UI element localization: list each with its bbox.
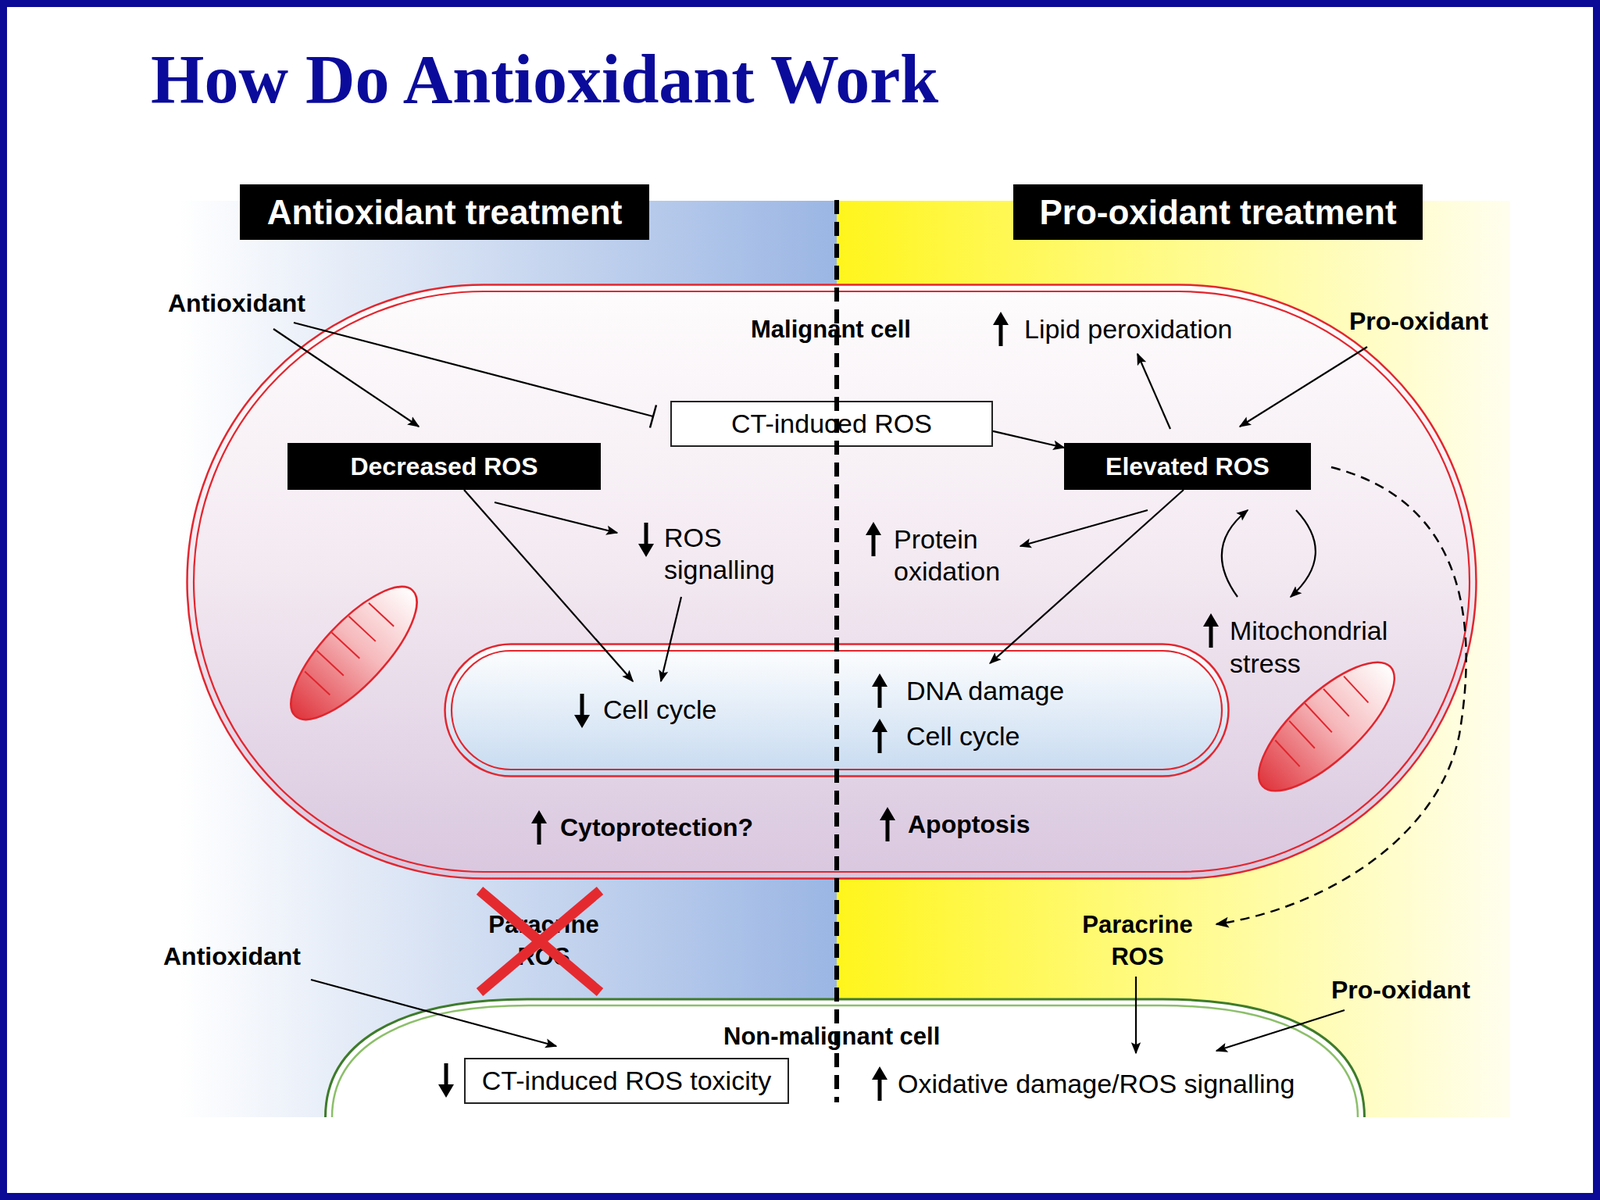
cristae bbox=[300, 598, 395, 696]
annotation-label: Paracrine ROS bbox=[1071, 908, 1204, 973]
inner-membrane bbox=[332, 1005, 1358, 1118]
header-box: Pro-oxidant treatment bbox=[1013, 184, 1423, 240]
arrow-connector bbox=[989, 489, 1184, 664]
decrease-arrow bbox=[438, 1063, 454, 1098]
node-label: Lipid peroxidation bbox=[1024, 313, 1233, 346]
increase-arrow bbox=[871, 673, 888, 708]
leader-arrow bbox=[494, 502, 618, 533]
arrow-connector bbox=[464, 489, 633, 682]
annotation-label: Pro-oxidant bbox=[1349, 306, 1489, 336]
node-label: Apoptosis bbox=[907, 809, 1030, 840]
box-label: Elevated ROS bbox=[1064, 442, 1311, 490]
box-label: Pro-oxidant treatment bbox=[1013, 184, 1423, 240]
node-label: Protein oxidation bbox=[893, 523, 1011, 588]
box-label: Decreased ROS bbox=[287, 442, 601, 490]
node-label: ROS signalling bbox=[664, 521, 790, 586]
malignant-cell: Malignant cell Lipid peroxidationROS sign… bbox=[185, 283, 1478, 880]
leader-arrow bbox=[1239, 346, 1368, 427]
node-label: Mitochondrial stress bbox=[1229, 614, 1402, 680]
inner-membrane bbox=[451, 650, 1222, 770]
cross-mark bbox=[479, 890, 600, 993]
inner-membrane bbox=[193, 291, 1470, 872]
nucleus: Cell cycle DNA damageCell cycle bbox=[443, 642, 1230, 778]
leader-arrow bbox=[1135, 976, 1137, 1054]
cross-stroke bbox=[479, 890, 600, 993]
box-label: CT-induced ROS bbox=[671, 402, 992, 446]
dashed-arrow bbox=[1216, 467, 1467, 925]
leader-arrow bbox=[1137, 353, 1171, 429]
decrease-arrow bbox=[574, 693, 590, 729]
non-malignant-cell: Non-malignant cellOxidative damage/ROS s… bbox=[324, 997, 1366, 1118]
annotation-label: Antioxidant bbox=[167, 288, 306, 318]
slide-title: How Do Antioxidant Work bbox=[150, 45, 939, 115]
state-box: Decreased ROS bbox=[287, 442, 601, 490]
box-label: CT-induced ROS toxicity bbox=[465, 1059, 788, 1103]
increase-arrow bbox=[879, 807, 896, 842]
outer-membrane bbox=[445, 644, 1229, 777]
process-box: CT-induced ROS bbox=[670, 400, 993, 447]
state-box: Elevated ROS bbox=[1064, 442, 1311, 490]
inhibition-bar bbox=[650, 405, 657, 429]
annotation-label: Antioxidant bbox=[163, 941, 301, 972]
outer-membrane bbox=[325, 999, 1365, 1118]
leader-arrow bbox=[310, 979, 557, 1047]
node-label: Malignant cell bbox=[750, 314, 911, 344]
outer-membrane bbox=[187, 285, 1477, 879]
leader-arrow bbox=[1020, 510, 1148, 547]
inhibition-line bbox=[293, 322, 654, 417]
cristae bbox=[1270, 671, 1368, 767]
increase-arrow bbox=[992, 311, 1009, 347]
box-label: Antioxidant treatment bbox=[239, 184, 650, 240]
node-label: Non-malignant cell bbox=[723, 1021, 940, 1051]
node-label: Cell cycle bbox=[603, 693, 717, 726]
mitochondrion bbox=[1239, 642, 1413, 811]
outline-shape bbox=[185, 283, 1478, 880]
mitochondrion-body bbox=[1239, 642, 1413, 811]
divider-line bbox=[834, 200, 840, 1103]
annotation-label: Pro-oxidant bbox=[1331, 975, 1471, 1005]
cross-stroke bbox=[479, 890, 600, 993]
annotation-label: Paracrine ROS bbox=[477, 908, 611, 973]
increase-arrow bbox=[1203, 613, 1219, 648]
node-label: DNA damage bbox=[906, 675, 1065, 708]
cycle-arrow bbox=[1221, 510, 1248, 597]
leader-arrow bbox=[273, 328, 419, 427]
cycle-arrow bbox=[1290, 510, 1316, 597]
increase-arrow bbox=[871, 718, 888, 754]
leader-arrow bbox=[1216, 1010, 1345, 1051]
leader-arrow bbox=[660, 596, 682, 682]
node-label: Cell cycle bbox=[906, 720, 1020, 753]
decrease-arrow bbox=[638, 522, 654, 558]
increase-arrow bbox=[531, 810, 547, 845]
process-box: CT-induced ROS toxicity bbox=[464, 1057, 790, 1104]
increase-arrow bbox=[871, 1066, 888, 1101]
mitochondrion-body bbox=[272, 568, 436, 737]
arrow-connector bbox=[992, 431, 1065, 448]
increase-arrow bbox=[865, 521, 882, 557]
node-label: Cytoprotection? bbox=[560, 812, 754, 843]
node-label: Oxidative damage/ROS signalling bbox=[897, 1067, 1295, 1100]
mitochondrion bbox=[272, 568, 436, 737]
header-box: Antioxidant treatment bbox=[239, 184, 650, 240]
outline-shape bbox=[443, 642, 1230, 778]
